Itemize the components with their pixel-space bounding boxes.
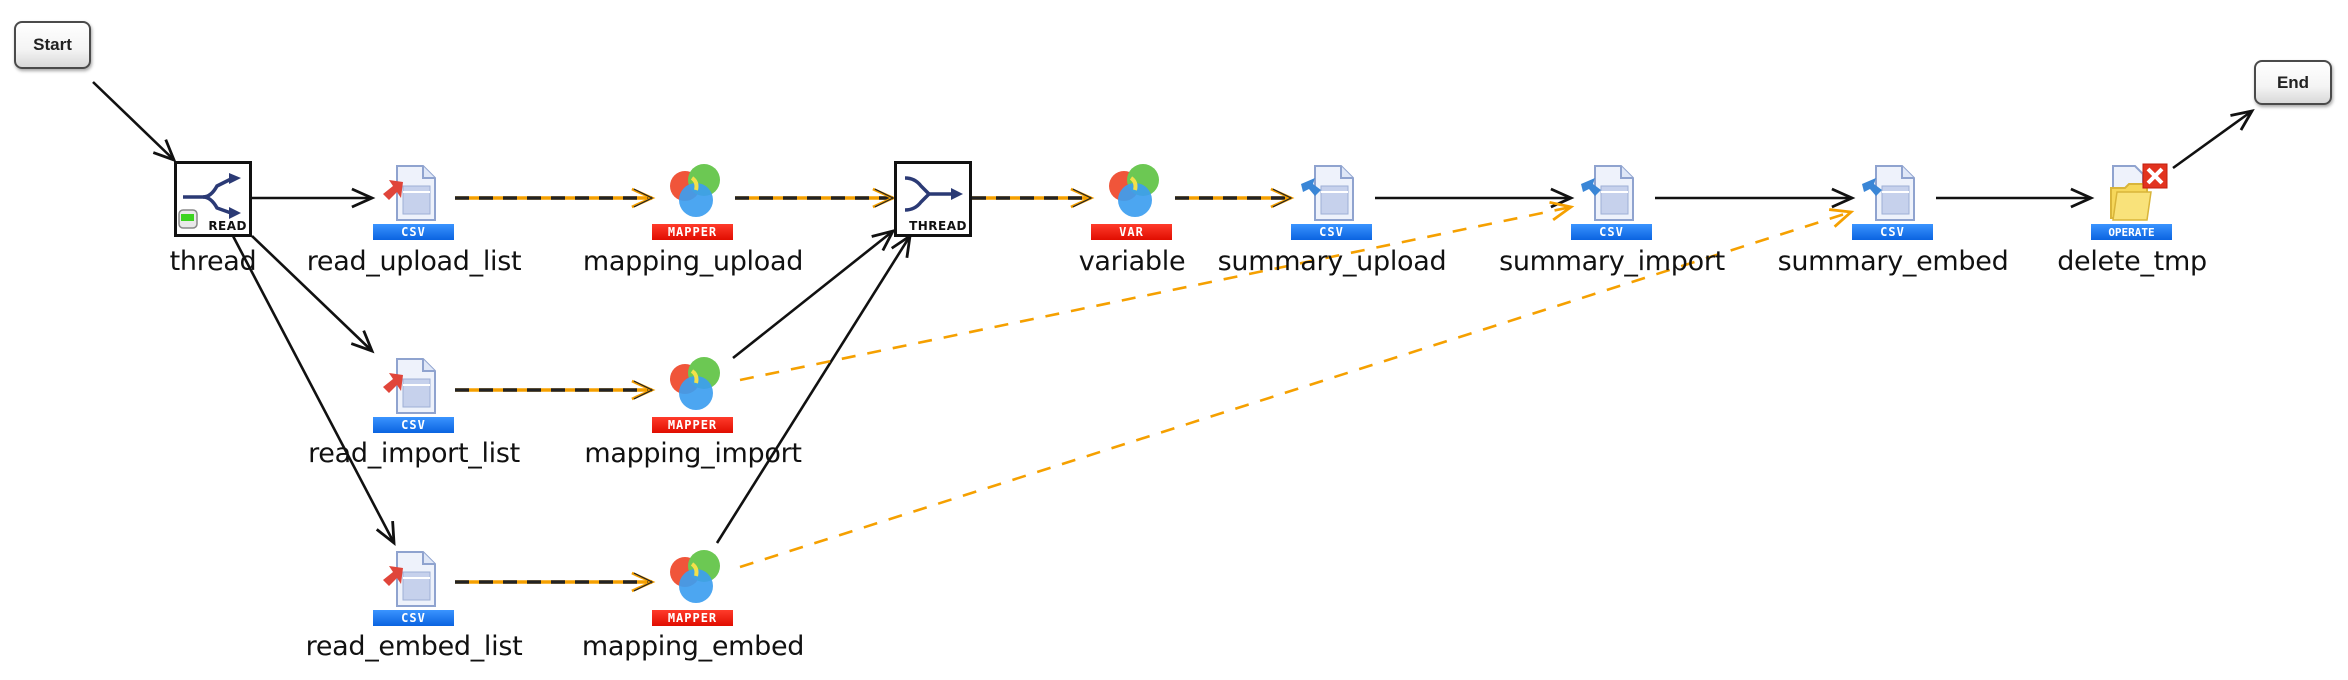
node-type-badge: OPERATE (2091, 224, 2172, 240)
node-summary-upload[interactable]: CSV (1291, 162, 1375, 240)
edge-summary-import-to-summary-embed[interactable] (1655, 187, 1856, 209)
edge-mapping-embed-to-thread-join[interactable] (715, 233, 912, 544)
edge-thread-join-to-variable[interactable] (972, 187, 1095, 209)
thread-join-badge: THREAD (909, 219, 967, 233)
edge-read-import-list-to-mapping-import[interactable] (455, 379, 656, 401)
arrowhead-icon (871, 228, 896, 252)
delete-folder-icon (2091, 162, 2175, 228)
arrowhead-icon (2230, 108, 2255, 131)
arrowhead-icon (1549, 200, 1575, 222)
mapper-circles-icon (652, 548, 736, 614)
arrowhead-outline (874, 188, 895, 208)
arrowhead-outline (633, 188, 654, 208)
node-read-embed-list[interactable]: CSV (373, 548, 457, 626)
arrowhead-outline (633, 572, 654, 592)
thread-fork-badge: READ (208, 219, 247, 233)
arrowhead-icon (375, 520, 396, 547)
csv-read-file-icon (373, 548, 457, 614)
arrowhead-outline (633, 380, 654, 400)
node-type-badge: CSV (1291, 224, 1372, 240)
edge-mapping-import-to-thread-join[interactable] (732, 228, 896, 360)
edge-mapping-embed-to-summary-embed[interactable] (739, 208, 1855, 569)
edge-delete-tmp-to-end[interactable] (2172, 108, 2255, 170)
arrowhead-icon (890, 233, 912, 258)
node-type-badge: MAPPER (652, 610, 733, 626)
start-terminal[interactable]: Start (14, 21, 91, 69)
thread-fork-icon (178, 173, 241, 229)
thread-join-icon (904, 176, 963, 212)
csv-read-file-icon (373, 355, 457, 421)
edge-summary-embed-to-delete-tmp[interactable] (1936, 187, 2095, 209)
node-label-mapping-embed: mapping_embed (581, 631, 805, 662)
node-type-badge: CSV (1852, 224, 1933, 240)
arrowhead-icon (1828, 208, 1855, 228)
node-label-summary-import: summary_import (1499, 246, 1725, 277)
csv-write-file-icon (1852, 162, 1936, 228)
edge-summary-upload-to-summary-import[interactable] (1375, 187, 1575, 209)
edge-mapping-upload-to-thread-join[interactable] (735, 187, 897, 209)
node-label-delete-tmp: delete_tmp (2057, 246, 2207, 277)
node-mapping-upload[interactable]: MAPPER (652, 162, 736, 240)
node-mapping-import[interactable]: MAPPER (652, 355, 736, 433)
node-type-badge: CSV (1571, 224, 1652, 240)
edge-read-upload-list-to-mapping-upload[interactable] (455, 187, 656, 209)
node-label-mapping-import: mapping_import (584, 438, 802, 469)
mapper-circles-icon (652, 355, 736, 421)
start-label: Start (33, 35, 72, 54)
arrowhead-icon (2070, 187, 2095, 209)
node-label-variable: variable (1078, 246, 1186, 277)
node-read-import-list[interactable]: CSV (373, 355, 457, 433)
arrowhead-icon (350, 330, 375, 354)
node-variable[interactable]: VAR (1091, 162, 1175, 240)
csv-write-file-icon (1291, 162, 1375, 228)
node-delete-tmp[interactable]: OPERATE (2091, 162, 2175, 240)
node-type-badge: CSV (373, 224, 454, 240)
node-label-read-embed-list: read_embed_list (305, 631, 523, 662)
csv-write-file-icon (1571, 162, 1655, 228)
end-label: End (2276, 72, 2310, 92)
edge-thread-to-read-embed-list[interactable] (231, 235, 396, 547)
node-type-badge: MAPPER (652, 417, 733, 433)
node-label-summary-upload: summary_upload (1217, 246, 1447, 277)
node-summary-embed[interactable]: CSV (1852, 162, 1936, 240)
node-read-upload-list[interactable]: CSV (373, 162, 457, 240)
edge-mapping-import-to-summary-import[interactable] (739, 200, 1575, 382)
thread-fork-node[interactable]: READ (174, 161, 252, 237)
edge-read-embed-list-to-mapping-embed[interactable] (455, 571, 656, 593)
thread-join-node[interactable]: THREAD (894, 161, 972, 237)
node-summary-import[interactable]: CSV (1571, 162, 1655, 240)
arrowhead-icon (152, 139, 177, 163)
node-type-badge: VAR (1091, 224, 1172, 240)
end-terminal[interactable]: End (2254, 60, 2332, 105)
mapper-circles-icon (652, 162, 736, 228)
arrowhead-outline (1272, 188, 1293, 208)
node-label-summary-embed: summary_embed (1777, 246, 2009, 277)
node-label-thread: thread (169, 246, 257, 277)
node-label-read-import-list: read_import_list (308, 438, 520, 469)
node-type-badge: CSV (373, 610, 454, 626)
node-type-badge: MAPPER (652, 224, 733, 240)
node-mapping-embed[interactable]: MAPPER (652, 548, 736, 626)
edge-thread-to-read-upload-list[interactable] (252, 187, 376, 209)
arrowhead-outline (1072, 188, 1093, 208)
node-label-mapping-upload: mapping_upload (582, 246, 804, 277)
arrowhead-icon (1831, 187, 1856, 209)
node-label-read-upload-list: read_upload_list (306, 246, 522, 277)
csv-read-file-icon (373, 162, 457, 228)
variable-circles-icon (1091, 162, 1175, 228)
node-type-badge: CSV (373, 417, 454, 433)
edge-start-to-thread[interactable] (92, 81, 177, 163)
edge-thread-to-read-import-list[interactable] (251, 235, 375, 354)
arrowhead-icon (351, 187, 376, 209)
edge-variable-to-summary-upload[interactable] (1175, 187, 1295, 209)
